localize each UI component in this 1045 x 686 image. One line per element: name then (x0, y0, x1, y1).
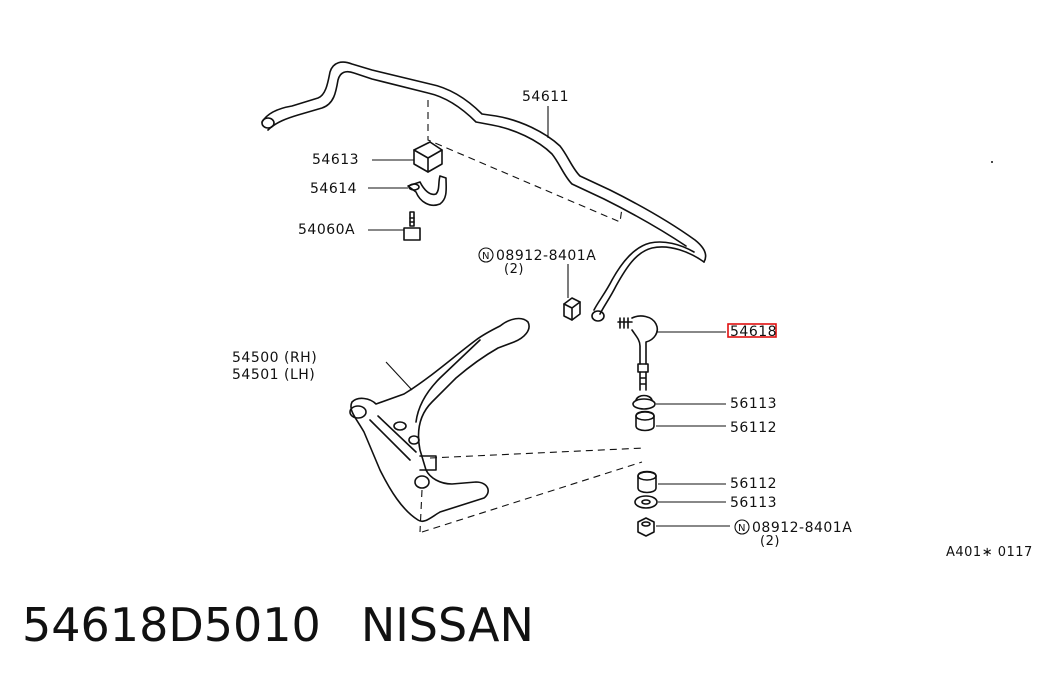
caption-part-number: 54618D5010 (22, 598, 321, 652)
highlight-box (727, 323, 777, 338)
svg-text:(2): (2) (504, 262, 524, 277)
label-nut-top[interactable]: N 08912-8401A (2) (478, 247, 596, 277)
stray-dot (991, 161, 993, 163)
guide-line-bushing (427, 100, 623, 223)
label-56112-lower[interactable]: 56112 (730, 476, 777, 492)
label-54500-rh[interactable]: 54500 (RH) (232, 350, 317, 366)
label-54611[interactable]: 54611 (522, 89, 569, 105)
label-54060a[interactable]: 54060A (298, 222, 355, 238)
svg-text:N: N (482, 251, 490, 262)
nut-marker-icon (478, 247, 494, 263)
svg-text:08912-8401A: 08912-8401A (496, 248, 596, 264)
svg-text:(2): (2) (760, 534, 780, 549)
lock-nut-bottom (637, 517, 655, 537)
svg-text:N: N (738, 523, 746, 534)
rubber-bushing-lower (637, 470, 657, 494)
label-56113-upper[interactable]: 56113 (730, 396, 777, 412)
label-54613[interactable]: 54613 (312, 152, 359, 168)
part-caption: 54618D5010 NISSAN (22, 598, 574, 652)
label-56112-upper[interactable]: 56112 (730, 420, 777, 436)
figure-code: A401∗ 0117 (946, 545, 1033, 560)
rubber-bushing-upper (635, 410, 655, 432)
label-54614[interactable]: 54614 (310, 181, 357, 197)
stabilizer-bushing (413, 141, 443, 173)
washer-lower (634, 495, 658, 509)
nut-marker-icon (734, 519, 750, 535)
svg-text:08912-8401A: 08912-8401A (752, 520, 852, 536)
guide-line-upper (429, 447, 645, 459)
svg-text:54618: 54618 (730, 324, 777, 340)
guide-line-arm (419, 489, 423, 533)
guide-line-lower (421, 461, 643, 533)
caption-brand: NISSAN (360, 598, 534, 652)
connecting-rod (617, 315, 659, 391)
label-nut-bottom[interactable]: N 08912-8401A (2) (734, 519, 852, 549)
stabilizer-bar (261, 61, 707, 322)
label-54501-lh[interactable]: 54501 (LH) (232, 367, 315, 383)
mounting-bolt (403, 211, 421, 241)
lock-nut-top (563, 297, 581, 321)
washer-upper (632, 394, 656, 410)
parts-diagram: 54611 54613 54614 54060A N 08912-8401A (… (232, 61, 1033, 560)
leader-54500 (385, 361, 413, 391)
label-56113-lower[interactable]: 56113 (730, 495, 777, 511)
lower-control-arm (349, 317, 530, 523)
stabilizer-clamp (407, 175, 448, 207)
label-54618[interactable]: 54618 (727, 323, 777, 340)
